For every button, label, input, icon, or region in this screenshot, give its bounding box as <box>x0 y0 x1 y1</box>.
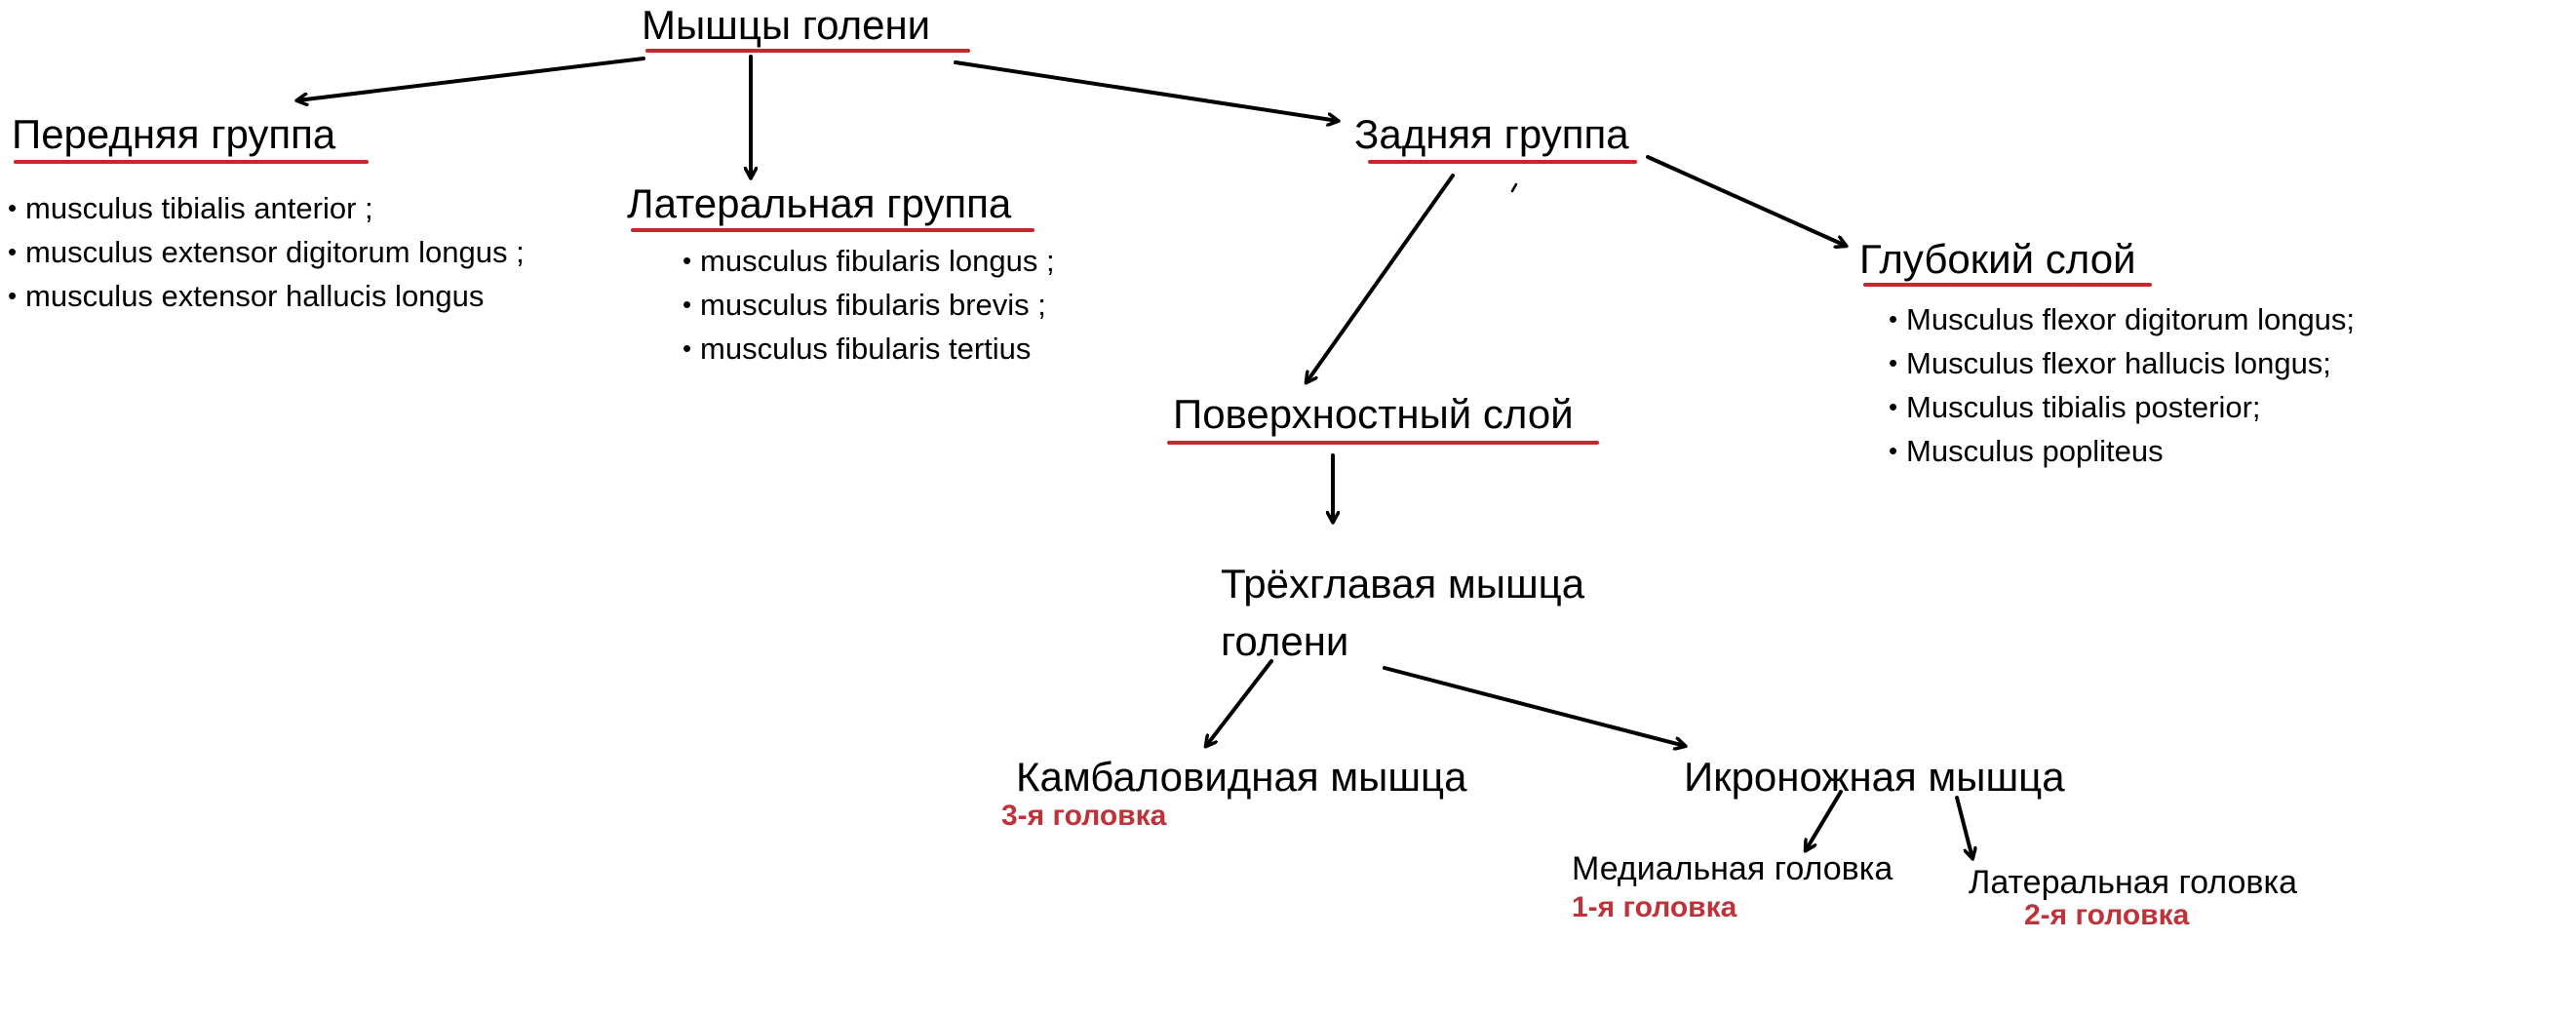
list-item: •Musculus tibialis posterior; <box>1889 385 2355 429</box>
list-item: •musculus fibularis brevis ; <box>683 283 1055 327</box>
bullet-icon: • <box>8 237 18 266</box>
list-item: •musculus fibularis longus ; <box>683 239 1055 283</box>
triceps-title-line2: голени <box>1221 618 1349 664</box>
bullet-icon: • <box>8 193 18 222</box>
deep-layer-list: •Musculus flexor digitorum longus; •Musc… <box>1889 297 2355 473</box>
arrow-posterior-to-deep <box>1646 155 1846 246</box>
superficial-layer-underline <box>1167 441 1599 445</box>
arrow-root-to-posterior <box>954 60 1338 121</box>
triceps-title-line1: Трёхглавая мышца <box>1221 561 1585 607</box>
arrow-gastrocnemius-to-lateral-head <box>1955 796 1972 858</box>
anterior-group-title: Передняя группа <box>12 111 336 157</box>
list-item: •musculus extensor digitorum longus ; <box>8 230 525 274</box>
soleus-title: Камбаловидная мышца <box>1016 754 1467 800</box>
deep-layer-title: Глубокий слой <box>1859 236 2136 282</box>
anterior-group-underline <box>14 160 369 164</box>
arrow-root-to-anterior <box>297 57 645 100</box>
bullet-icon: • <box>1889 392 1898 421</box>
list-item: •musculus extensor hallucis longus <box>8 274 525 318</box>
bullet-icon: • <box>683 246 692 275</box>
posterior-group-underline <box>1368 160 1637 164</box>
gastrocnemius-title: Икроножная мышца <box>1684 754 2065 800</box>
bullet-icon: • <box>1889 436 1898 465</box>
anterior-group-list: •musculus tibialis anterior ; •musculus … <box>8 186 525 318</box>
list-item: •Musculus flexor hallucis longus; <box>1889 341 2355 385</box>
list-item: •musculus fibularis tertius <box>683 327 1055 371</box>
arrow-gastrocnemius-to-medial-head <box>1806 790 1843 850</box>
superficial-layer-title: Поверхностный слой <box>1173 391 1574 437</box>
root-title: Мышцы голени <box>642 2 931 48</box>
lateral-group-list: •musculus fibularis longus ; •musculus f… <box>683 239 1055 371</box>
deep-layer-underline <box>1863 283 2152 287</box>
medial-head-title: Медиальная головка <box>1572 850 1893 887</box>
soleus-head-label: 3-я головка <box>1001 800 1167 832</box>
lateral-group-underline <box>631 228 1034 232</box>
arrow-triceps-to-gastrocnemius <box>1383 666 1685 746</box>
bullet-icon: • <box>683 290 692 319</box>
arrow-triceps-to-soleus <box>1206 659 1273 746</box>
lateral-head-label: 2-я головка <box>2024 899 2190 931</box>
small-tick-mark <box>1510 182 1518 193</box>
list-item: •Musculus flexor digitorum longus; <box>1889 297 2355 341</box>
bullet-icon: • <box>683 333 692 363</box>
bullet-icon: • <box>1889 304 1898 333</box>
medial-head-label: 1-я головка <box>1572 891 1737 923</box>
arrow-posterior-to-superficial <box>1307 174 1455 382</box>
lateral-group-title: Латеральная группа <box>627 180 1012 226</box>
bullet-icon: • <box>1889 348 1898 377</box>
lateral-head-title: Латеральная головка <box>1969 864 2298 901</box>
posterior-group-title: Задняя группа <box>1354 111 1629 157</box>
root-underline <box>645 49 970 53</box>
bullet-icon: • <box>8 281 18 310</box>
list-item: •Musculus popliteus <box>1889 429 2355 473</box>
list-item: •musculus tibialis anterior ; <box>8 186 525 230</box>
